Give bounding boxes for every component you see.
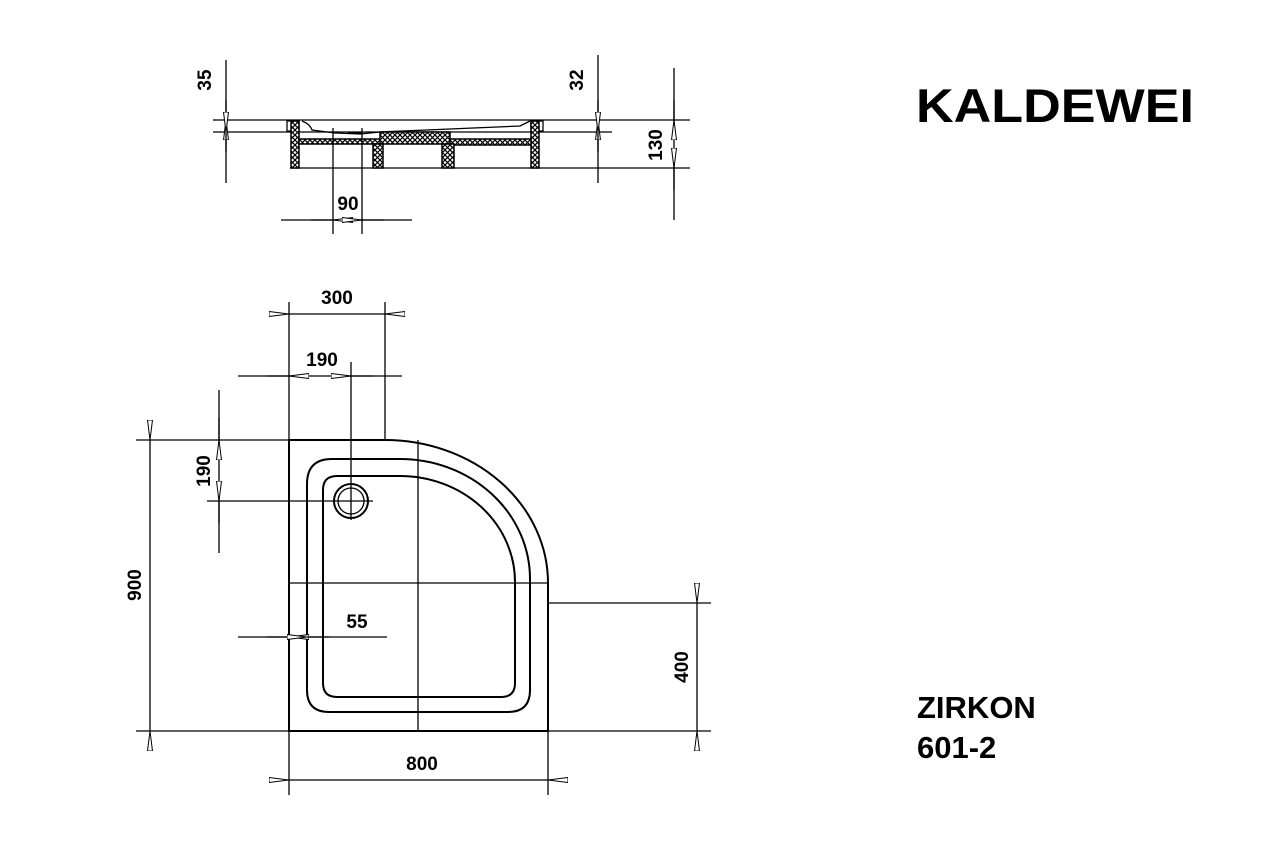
dim-straight-side: 400 [672,651,693,683]
dim-rim-right: 32 [567,69,588,90]
dim-straight-top: 300 [321,288,353,309]
tray-basin-outer [306,458,531,713]
dim-inner-offset: 55 [346,612,368,633]
dim-rim-left: 35 [195,69,216,91]
tray-section [286,120,544,169]
plan-view: 300 190 190 900 55 800 400 [125,288,711,795]
section-view: 35 32 130 90 [195,55,690,234]
product-model: 601-2 [917,730,996,765]
tray-outline [288,439,549,732]
dim-drain-width: 90 [337,194,358,215]
product-name: ZIRKON [917,690,1036,725]
brand-logo: KALDEWEI [916,79,1194,132]
dim-drain-x: 190 [306,350,338,371]
dim-height: 130 [646,129,667,161]
dim-depth: 900 [125,569,146,601]
dim-drain-y: 190 [194,455,215,487]
tray-basin-inner [322,475,516,698]
dim-width: 800 [406,754,438,775]
